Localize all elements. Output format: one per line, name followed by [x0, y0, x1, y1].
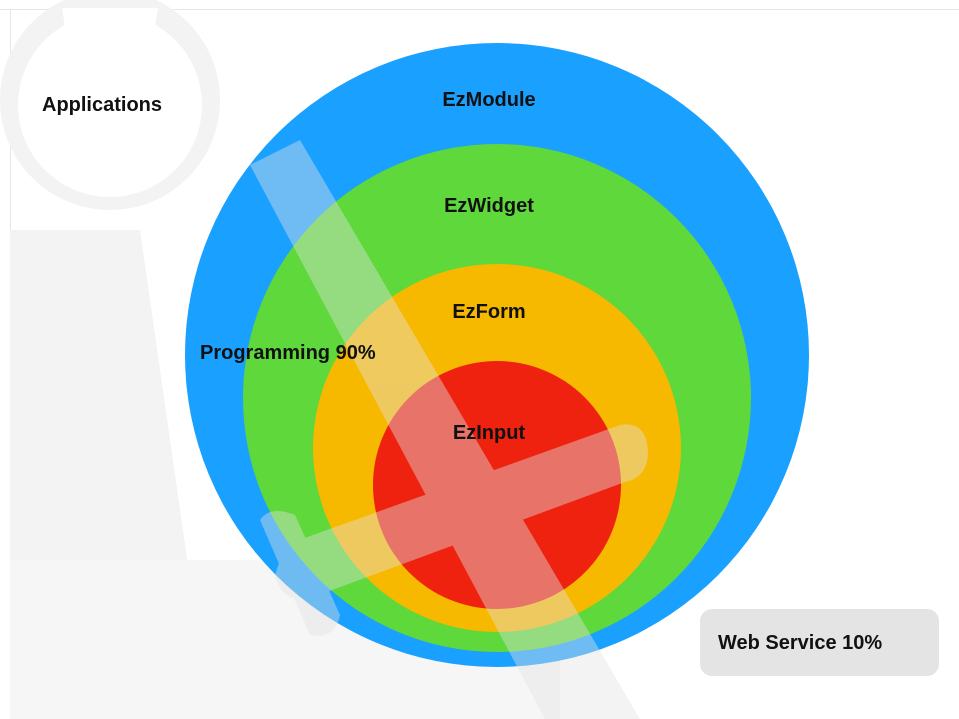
wrench-watermark-hole — [18, 13, 202, 197]
applications-label: Applications — [42, 94, 163, 116]
wrench-watermark-notch — [62, 8, 158, 58]
web-service-box — [700, 609, 939, 676]
ezinput-circle — [373, 361, 621, 609]
web-service-label: Web Service 10% — [718, 632, 883, 654]
ezinput-label: EzInput — [452, 422, 526, 444]
slide-top-border — [0, 9, 959, 10]
ezwidget-label: EzWidget — [444, 195, 534, 217]
ezmodule-label: EzModule — [442, 89, 536, 111]
wrench-screwdriver-icon — [250, 140, 648, 719]
programming-percentage-label: Programming 90% — [200, 342, 376, 364]
ezform-label: EzForm — [452, 301, 526, 323]
